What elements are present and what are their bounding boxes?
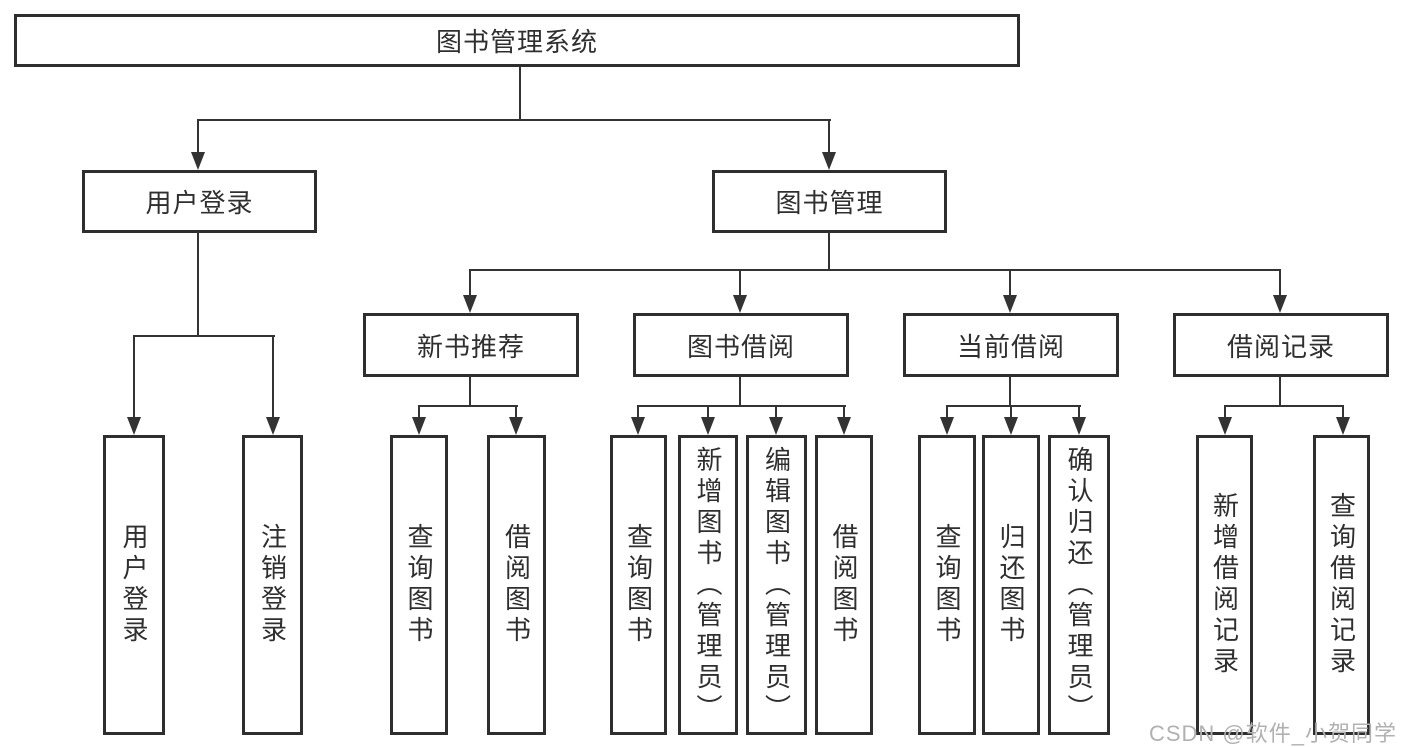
leaf-newbook-query-books: 查询图书 <box>390 435 448 735</box>
leaf-logout-label: 注销登录 <box>257 523 288 647</box>
connector-drop-line <box>1224 405 1226 420</box>
leaf-borrow-query-books: 查询图书 <box>610 435 667 735</box>
node-library-system: 图书管理系统 <box>14 14 1020 67</box>
leaf-borrow-edit-books-admin-label: 编辑图书（管理员） <box>761 445 792 725</box>
arrow-down-icon <box>1072 417 1086 435</box>
leaf-borrow-add-books-admin: 新增图书（管理员） <box>678 435 738 735</box>
node-book-borrow-label: 图书借阅 <box>686 331 795 362</box>
node-library-system-label: 图书管理系统 <box>435 27 598 57</box>
connector-drop-line <box>469 269 471 298</box>
node-current-borrow-label: 当前借阅 <box>956 331 1065 362</box>
leaf-current-query-books-label: 查询图书 <box>932 523 962 647</box>
connector-borrow-record-stem <box>1279 376 1281 407</box>
node-new-book-recommend: 新书推荐 <box>363 313 579 377</box>
connector-new-book-stem <box>469 376 471 407</box>
leaf-record-query-record: 查询借阅记录 <box>1313 435 1370 735</box>
leaf-newbook-borrow-books-label: 借阅图书 <box>501 523 532 647</box>
connector-drop-line <box>843 405 845 420</box>
connector-drop-line <box>1009 269 1011 298</box>
arrow-down-icon <box>127 417 141 435</box>
leaf-record-add-record-label: 新增借阅记录 <box>1209 492 1240 678</box>
leaf-current-query-books: 查询图书 <box>918 435 976 735</box>
connector-drop-line <box>775 405 777 420</box>
node-borrow-record: 借阅记录 <box>1173 313 1389 377</box>
arrow-down-icon <box>940 417 954 435</box>
leaf-record-add-record: 新增借阅记录 <box>1196 435 1253 735</box>
leaf-borrow-edit-books-admin: 编辑图书（管理员） <box>746 435 807 735</box>
connector-drop-line <box>1279 269 1281 298</box>
arrow-down-icon <box>733 295 747 313</box>
arrow-down-icon <box>631 417 645 435</box>
connector-drop-line <box>946 405 948 420</box>
arrow-down-icon <box>266 417 280 435</box>
arrow-down-icon <box>701 417 715 435</box>
node-user-login: 用户登录 <box>82 170 317 233</box>
leaf-borrow-add-books-admin-label: 新增图书（管理员） <box>693 445 723 725</box>
node-new-book-recommend-label: 新书推荐 <box>416 331 525 362</box>
connector-book-borrow-branch <box>637 405 846 407</box>
leaf-borrow-borrow-books-label: 借阅图书 <box>829 523 859 647</box>
connector-current-borrow-stem <box>1009 376 1011 407</box>
arrow-down-icon <box>412 417 426 435</box>
connector-book-management-branch <box>469 269 1281 271</box>
node-book-management-label: 图书管理 <box>775 188 884 218</box>
arrow-down-icon <box>822 152 836 170</box>
leaf-borrow-borrow-books: 借阅图书 <box>815 435 873 735</box>
node-user-login-label: 用户登录 <box>145 188 254 218</box>
arrow-down-icon <box>191 152 205 170</box>
connector-drop-line <box>828 119 830 155</box>
connector-root-stem <box>519 66 521 121</box>
node-borrow-record-label: 借阅记录 <box>1226 331 1335 362</box>
leaf-current-confirm-return-admin: 确认归还（管理员） <box>1048 435 1110 735</box>
node-current-borrow: 当前借阅 <box>903 313 1119 377</box>
connector-user-login-stem <box>197 232 199 337</box>
connector-book-management-stem <box>828 232 830 271</box>
leaf-current-confirm-return-admin-label: 确认归还（管理员） <box>1064 445 1094 725</box>
arrow-down-icon <box>509 417 523 435</box>
arrow-down-icon <box>463 295 477 313</box>
node-book-management: 图书管理 <box>712 170 947 233</box>
connector-current-borrow-branch <box>946 405 1081 407</box>
connector-new-book-branch <box>418 405 518 407</box>
leaf-logout: 注销登录 <box>242 435 303 735</box>
connector-book-borrow-stem <box>739 376 741 407</box>
arrow-down-icon <box>837 417 851 435</box>
connector-drop-line <box>1078 405 1080 420</box>
arrow-down-icon <box>1004 417 1018 435</box>
leaf-newbook-query-books-label: 查询图书 <box>404 523 434 647</box>
connector-borrow-record-branch <box>1224 405 1344 407</box>
connector-user-login-branch <box>133 335 275 337</box>
arrow-down-icon <box>1336 417 1350 435</box>
leaf-current-return-books-label: 归还图书 <box>996 523 1026 647</box>
leaf-user-login-label: 用户登录 <box>119 523 149 647</box>
connector-drop-line <box>637 405 639 420</box>
connector-drop-line <box>133 335 135 420</box>
connector-drop-line <box>197 119 199 155</box>
connector-drop-line <box>515 405 517 420</box>
arrow-down-icon <box>769 417 783 435</box>
arrow-down-icon <box>1218 417 1232 435</box>
connector-drop-line <box>418 405 420 420</box>
connector-drop-line <box>739 269 741 298</box>
arrow-down-icon <box>1273 295 1287 313</box>
connector-drop-line <box>707 405 709 420</box>
leaf-record-query-record-label: 查询借阅记录 <box>1326 492 1357 678</box>
connector-root-branch <box>197 119 831 121</box>
arrow-down-icon <box>1003 295 1017 313</box>
connector-drop-line <box>1010 405 1012 420</box>
leaf-user-login: 用户登录 <box>103 435 165 735</box>
leaf-newbook-borrow-books: 借阅图书 <box>487 435 546 735</box>
connector-drop-line <box>1342 405 1344 420</box>
csdn-watermark: CSDN @软件_小贺同学 <box>1148 721 1397 746</box>
connector-drop-line <box>272 335 274 420</box>
leaf-borrow-query-books-label: 查询图书 <box>623 523 654 647</box>
node-book-borrow: 图书借阅 <box>633 313 849 377</box>
leaf-current-return-books: 归还图书 <box>982 435 1040 735</box>
